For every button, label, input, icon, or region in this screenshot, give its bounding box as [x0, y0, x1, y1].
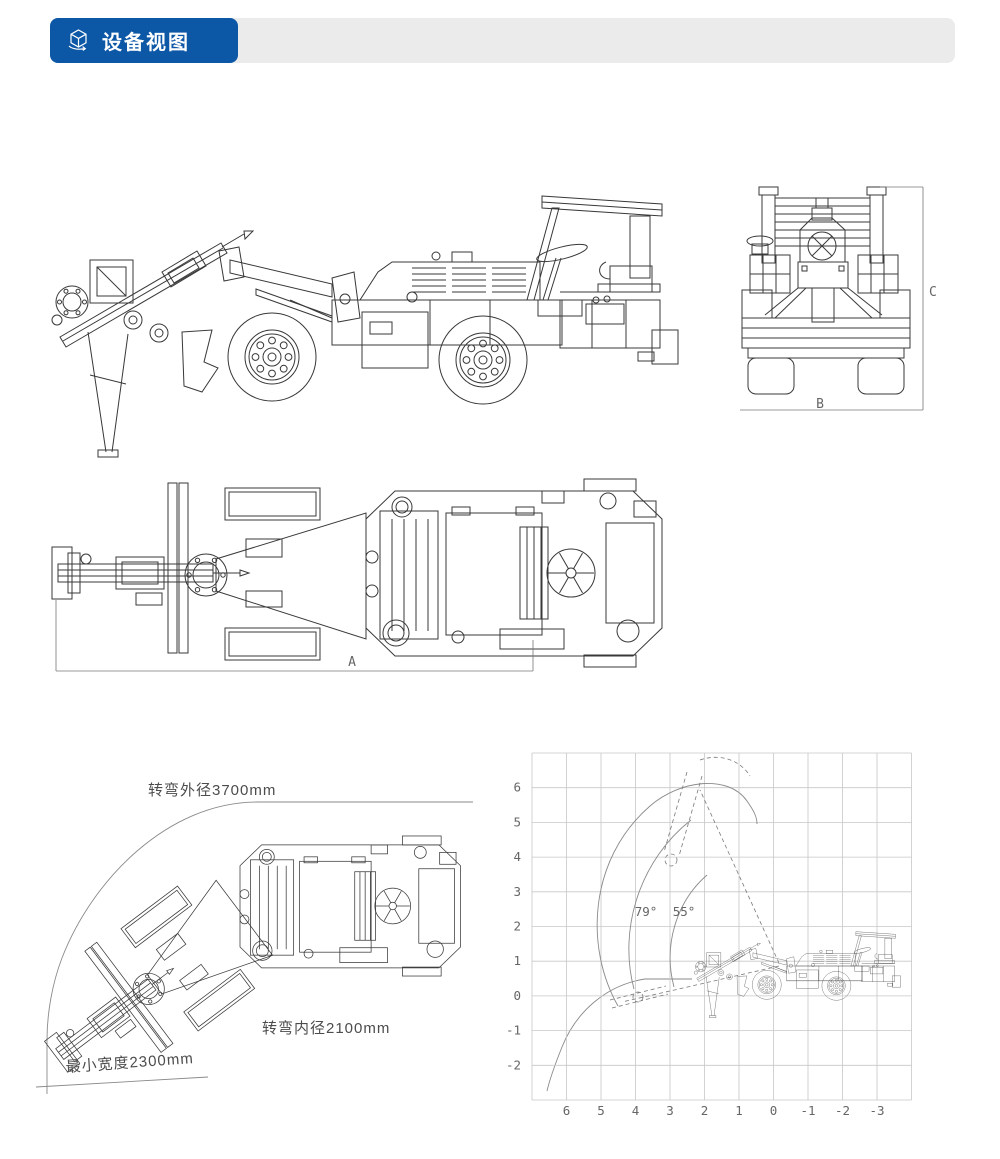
svg-text:-1: -1: [800, 1103, 815, 1118]
svg-text:4: 4: [513, 849, 521, 864]
chart-machine-silhouette: [694, 932, 901, 1018]
turning-outer-diameter-label: 转弯外径3700mm: [148, 782, 276, 799]
turning-min-width-label: 最小宽度2300mm: [65, 1050, 194, 1076]
boom-position-guides: [609, 756, 780, 1009]
top-view-dimension-lines: [55, 600, 534, 672]
boom-angle-label: 79°: [635, 904, 658, 919]
chart-x-axis-labels: 6 5 4 3 2 1 0 -1 -2 -3: [563, 1103, 885, 1118]
dimension-label-B: B: [816, 397, 824, 412]
rear-view-dimension-lines: [740, 186, 924, 411]
chart-y-axis-labels: 6 5 4 3 2 1 0 -1 -2: [506, 780, 521, 1073]
dimension-label-A: A: [348, 655, 356, 670]
rear-view-machine: [741, 186, 911, 395]
svg-text:-2: -2: [506, 1057, 521, 1072]
svg-text:3: 3: [666, 1103, 674, 1118]
working-range-chart: 6 5 4 3 2 1 0 -1 -2 6 5 4 3 2 1 0 -1 -2 …: [506, 752, 912, 1118]
top-view-machine: [51, 478, 663, 668]
rear-view-drawing: B C: [740, 186, 937, 412]
svg-text:-3: -3: [869, 1103, 884, 1118]
svg-text:1: 1: [735, 1103, 743, 1118]
svg-text:2: 2: [513, 919, 521, 934]
turning-radius-diagram: 转弯外径3700mm 转弯内径2100mm 最小宽度2300mm: [15, 782, 692, 1109]
svg-text:3: 3: [513, 884, 521, 899]
svg-text:-1: -1: [506, 1023, 521, 1038]
side-view-drawing: [40, 175, 730, 465]
svg-text:5: 5: [597, 1103, 605, 1118]
machine-side-view: [52, 196, 678, 457]
svg-text:0: 0: [770, 1103, 778, 1118]
svg-text:0: 0: [513, 988, 521, 1003]
svg-text:6: 6: [563, 1103, 571, 1118]
section-title: 设备视图: [102, 32, 190, 54]
svg-text:1: 1: [513, 953, 521, 968]
svg-text:5: 5: [513, 814, 521, 829]
svg-text:6: 6: [513, 780, 521, 795]
boom-envelope-arcs: [596, 783, 758, 1007]
turning-inner-diameter-label: 转弯内径2100mm: [262, 1020, 390, 1037]
svg-text:2: 2: [701, 1103, 709, 1118]
top-view-drawing: A: [51, 478, 663, 672]
feed-angle-label: 55°: [673, 904, 696, 919]
section-header-badge: 设备视图: [50, 18, 238, 63]
dimension-label-C: C: [929, 285, 937, 300]
svg-text:-2: -2: [835, 1103, 850, 1118]
cube-3d-view-icon: [68, 29, 87, 51]
chart-grid: [531, 752, 912, 1101]
svg-text:4: 4: [632, 1103, 640, 1118]
